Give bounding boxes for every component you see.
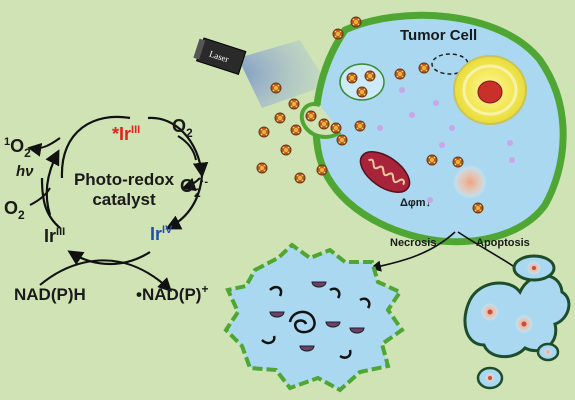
ir-iii-label: IrIII — [44, 226, 65, 246]
nanoparticle — [294, 172, 306, 184]
superoxide-arrow — [181, 177, 201, 192]
catalyst-line2: catalyst — [92, 190, 156, 209]
debris — [329, 287, 341, 299]
nucleolus — [477, 80, 503, 104]
nanoparticle — [394, 68, 406, 80]
nanoparticle — [258, 126, 270, 138]
nadp-curve — [119, 261, 172, 292]
glow-spot — [544, 348, 552, 356]
membrane-potential-label: Δφm↓ — [400, 197, 431, 209]
oxygen-right-branch — [177, 135, 197, 161]
singlet-oxygen-arrow — [27, 137, 61, 157]
core-dot — [488, 376, 492, 380]
cycle-arc-top-right — [147, 116, 209, 179]
necrosis-arrow — [369, 231, 456, 272]
superoxide-label: O2·- — [180, 176, 208, 200]
catalytic-cycle: *IrIII O2 O2·- 1O2 hν O2 IrIII IrIV Phot… — [4, 115, 209, 304]
oxygen-left-bottom-label: O2 — [4, 198, 25, 222]
oxygen-right-top-label: O2 — [172, 116, 193, 140]
mitochondrion — [359, 151, 411, 193]
nadp-label: •NAD(P)+ — [136, 282, 208, 304]
nuclear-envelope — [462, 64, 518, 116]
nanoparticle — [330, 122, 342, 134]
nanoparticle — [350, 16, 362, 28]
nanoparticle — [332, 28, 344, 40]
nanoparticle — [472, 202, 484, 214]
nanoparticle — [354, 120, 366, 132]
tumor-cell: Tumor Cell Δφm↓ — [299, 11, 567, 246]
nanoparticle — [418, 62, 430, 74]
organelle-cups — [269, 281, 365, 352]
nanoparticle — [356, 86, 368, 98]
vesicle-dot — [507, 140, 513, 146]
nanoparticle — [270, 82, 282, 94]
vesicle-dot — [427, 197, 433, 203]
debris — [269, 285, 283, 297]
apoptosis-label: Apoptosis — [476, 237, 530, 249]
cell-title: Tumor Cell — [400, 27, 477, 44]
ros-glow — [453, 165, 487, 199]
necrosis-label: Necrosis — [390, 237, 436, 249]
nanoparticle — [280, 144, 292, 156]
apoptotic-body-main — [463, 274, 571, 359]
cell-membrane — [312, 11, 567, 246]
nanoparticle — [316, 164, 328, 176]
nanoparticle — [336, 134, 348, 146]
ir-excited-label: *IrIII — [112, 124, 140, 144]
core-dot — [521, 321, 527, 327]
dna-fragment — [288, 310, 316, 334]
regeneration-arrow — [67, 250, 151, 266]
nanoparticle — [288, 98, 300, 110]
nanoparticle — [318, 118, 330, 130]
outcome-arrows: Necrosis Apoptosis — [369, 231, 530, 277]
vesicle-dot — [377, 125, 383, 131]
hv-label: hν — [16, 163, 34, 180]
vesicle-dot — [509, 157, 515, 163]
nadph-label: NAD(P)H — [14, 285, 86, 304]
core-dot — [532, 266, 536, 270]
vesicle-dot — [439, 142, 445, 148]
debris — [339, 349, 352, 359]
nanoparticle — [305, 110, 317, 122]
nanoparticle — [290, 124, 302, 136]
vesicle-dot — [449, 125, 455, 131]
debris — [261, 335, 276, 345]
cycle-arc-right — [165, 174, 204, 230]
laser-device: Laser — [193, 37, 328, 108]
nanoparticle — [274, 112, 286, 124]
debris — [359, 297, 371, 309]
nanoparticle — [426, 154, 438, 166]
necrotic-cell — [223, 242, 405, 393]
vesicle-dot — [409, 112, 415, 118]
core-dot — [487, 309, 493, 315]
laser-cap — [193, 38, 206, 60]
cycle-arc-left — [40, 177, 61, 229]
laser-beam — [238, 40, 328, 108]
nadph-curve — [39, 259, 121, 286]
hv-arrow — [45, 149, 60, 216]
nanoparticle — [346, 72, 358, 84]
apoptotic-cell — [463, 254, 571, 390]
nanoparticle — [256, 162, 268, 174]
nanoparticle — [452, 156, 464, 168]
singlet-oxygen-label: 1O2 — [4, 136, 31, 160]
vesicle-dot — [433, 100, 439, 106]
oxygen-in-arrow — [29, 187, 51, 206]
catalyst-line1: Photo-redox — [74, 170, 175, 189]
cycle-arc-top-left — [60, 115, 131, 179]
damaged-vesicle — [431, 53, 469, 75]
vesicle-dot — [399, 87, 405, 93]
ir-iv-label: IrIV — [150, 224, 173, 244]
nanoparticle — [364, 70, 376, 82]
